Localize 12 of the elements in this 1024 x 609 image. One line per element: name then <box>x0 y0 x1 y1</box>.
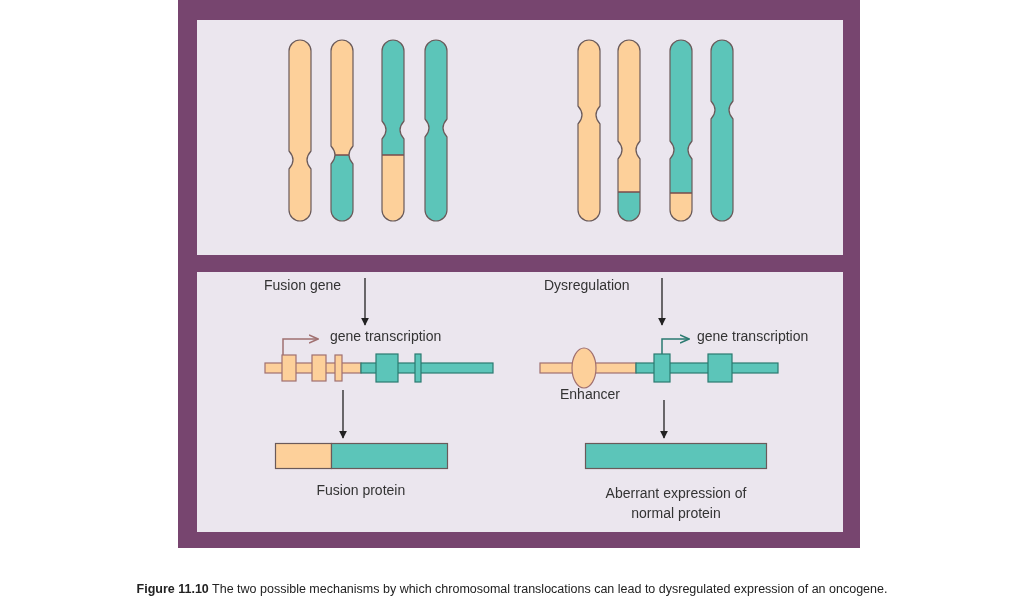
arrow <box>339 389 347 439</box>
caption-text: Enhancer <box>560 386 620 402</box>
figure-caption: Figure 11.10 The two possible mechanisms by which chromosomal translocations can lead to dysregulated expression of an oncogene. <box>135 582 889 596</box>
caption-text: gene transcription <box>697 328 809 344</box>
caption-text: Fusion protein <box>316 482 406 498</box>
arrow <box>361 277 369 326</box>
arrow <box>660 399 668 439</box>
caption-text: gene transcription <box>330 328 442 344</box>
caption-text: Aberrant expression of normal protein <box>604 484 748 523</box>
edge-label: Fusion gene <box>264 277 342 293</box>
edge-label: Dysregulation <box>544 277 630 293</box>
arrow <box>658 277 666 326</box>
